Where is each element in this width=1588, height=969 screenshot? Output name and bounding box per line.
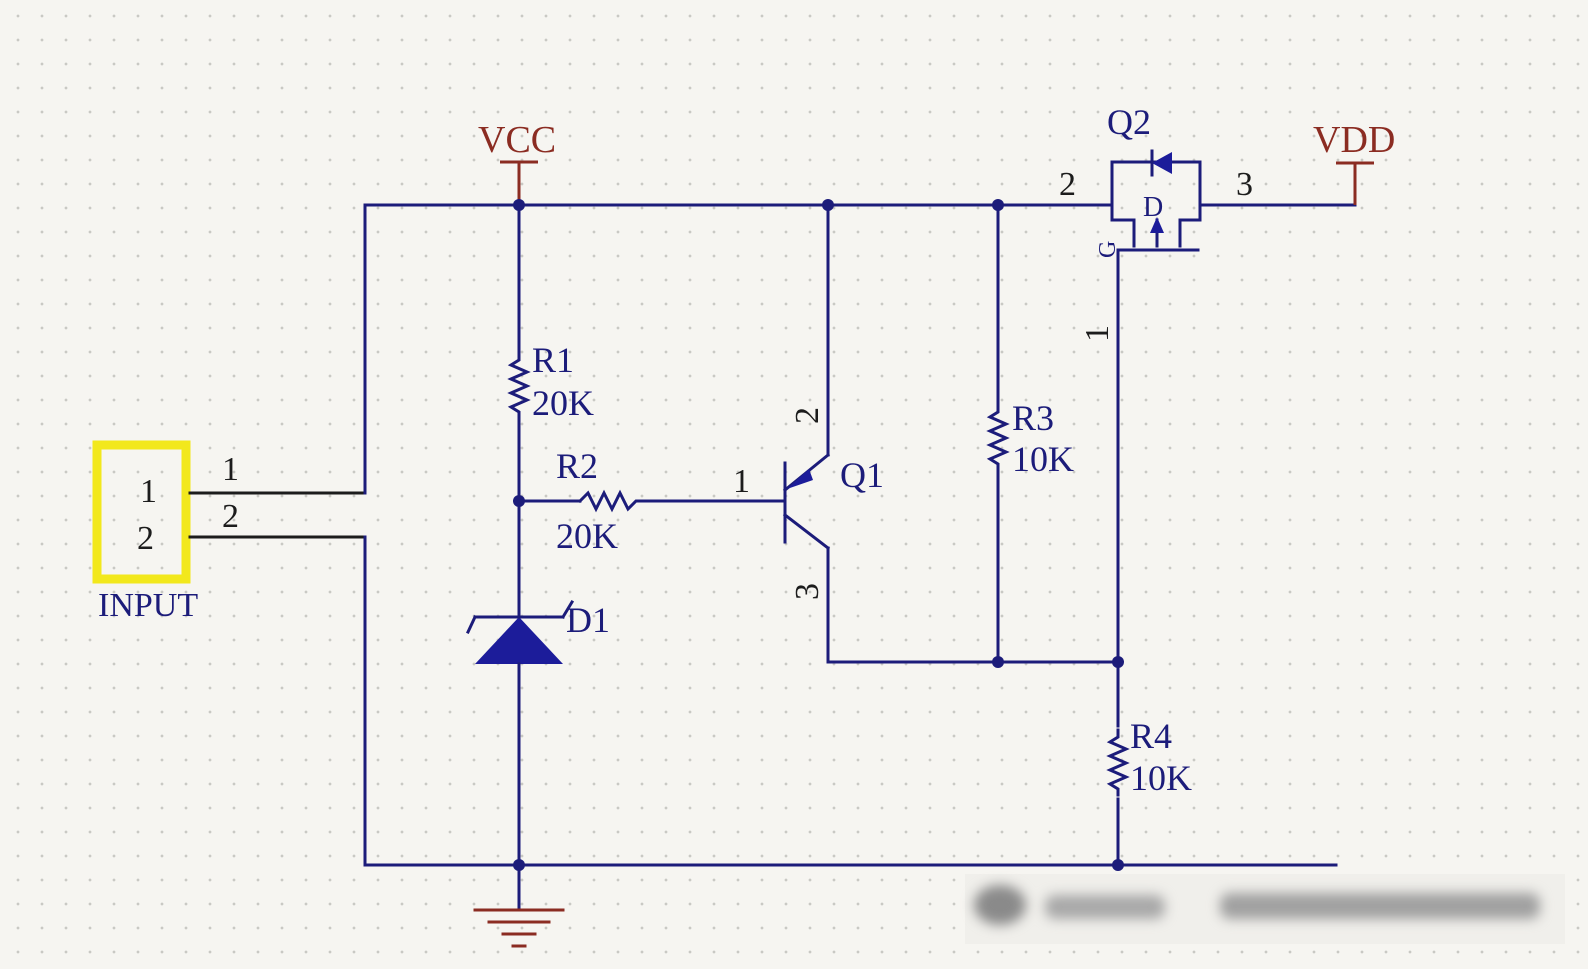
connector-label: INPUT [98,587,198,624]
vdd-symbol [1336,161,1374,205]
junction-dot [1112,656,1124,668]
junction-dot [513,495,525,507]
d1-zener-diode: D1 [466,599,610,664]
d1-triangle [475,617,563,664]
junction-dot [992,656,1004,668]
vdd-label: VDD [1313,119,1395,161]
q2-pin-drain-label: 2 [1059,166,1076,203]
vcc-rail-wire [363,203,1114,495]
r3-ref-label: R3 [1012,398,1054,438]
q1-pin-emitter-label: 3 [789,583,826,600]
r3-resistor: R3 10K [986,398,1074,479]
connector-pin1-label: 1 [140,473,157,510]
watermark-strip [965,874,1565,944]
connector-wire-pin2-number: 2 [222,498,239,535]
q1-pin-collector-label: 2 [789,407,826,424]
d1-cathode-bar [466,599,575,634]
q1-ref-label: Q1 [840,455,884,495]
r4-value-label: 10K [1130,758,1192,798]
watermark-logo [974,885,1540,925]
q2-ref-label: Q2 [1107,102,1151,142]
vdd-power-port: VDD [1313,119,1395,205]
ground-rail-wire [363,535,1338,867]
vcc-symbol [500,160,538,205]
r2-zigzag [577,489,652,513]
junction-dot [822,199,834,211]
q2-mosfet: Q2 2 3 1 D G [1059,102,1357,867]
junction-dots [513,199,1124,871]
junction-dot [513,199,525,211]
ground-symbol [473,908,565,948]
q1-pin-base-label: 1 [733,463,750,500]
r4-resistor: R4 10K [1106,716,1192,798]
q2-source-wire [1198,180,1357,207]
r2-value-label: 20K [556,516,618,556]
connector-wire-pin1-number: 1 [222,451,239,488]
q2-pin-source-label: 3 [1236,166,1253,203]
q1-emitter-arrow [787,469,813,489]
connector-pin2-label: 2 [137,520,154,557]
q1-transistor: Q1 1 2 3 [733,203,1120,664]
junction-dot [513,859,525,871]
ground-bars [473,908,565,948]
r4-zigzag [1106,728,1130,797]
r4-ref-label: R4 [1130,716,1172,756]
input-connector: 1 2 INPUT 1 2 [92,440,367,624]
r3-zigzag [986,403,1010,474]
r2-ref-label: R2 [556,446,598,486]
q1-legs [782,452,831,551]
q2-channel-arrow [1150,217,1164,233]
r1-value-label: 20K [532,383,594,423]
q2-body-diode-triangle [1152,152,1172,174]
q2-drain-letter: D [1143,192,1163,223]
d1-ref-label: D1 [566,600,610,640]
r1-ref-label: R1 [532,340,574,380]
r2-resistor: R2 20K [556,446,652,556]
r1-resistor: R1 20K [507,340,594,423]
junction-dot [992,199,1004,211]
r1-zigzag [507,348,531,422]
junction-dot [1112,859,1124,871]
q1-emitter-wire [826,546,1120,664]
connector-highlight-box [92,440,191,584]
r3-value-label: 10K [1012,439,1074,479]
vcc-power-port: VCC [478,119,556,205]
q2-gate-letter: G [1095,241,1121,258]
vcc-label: VCC [478,119,556,161]
q2-pin-gate-label: 1 [1079,325,1116,342]
